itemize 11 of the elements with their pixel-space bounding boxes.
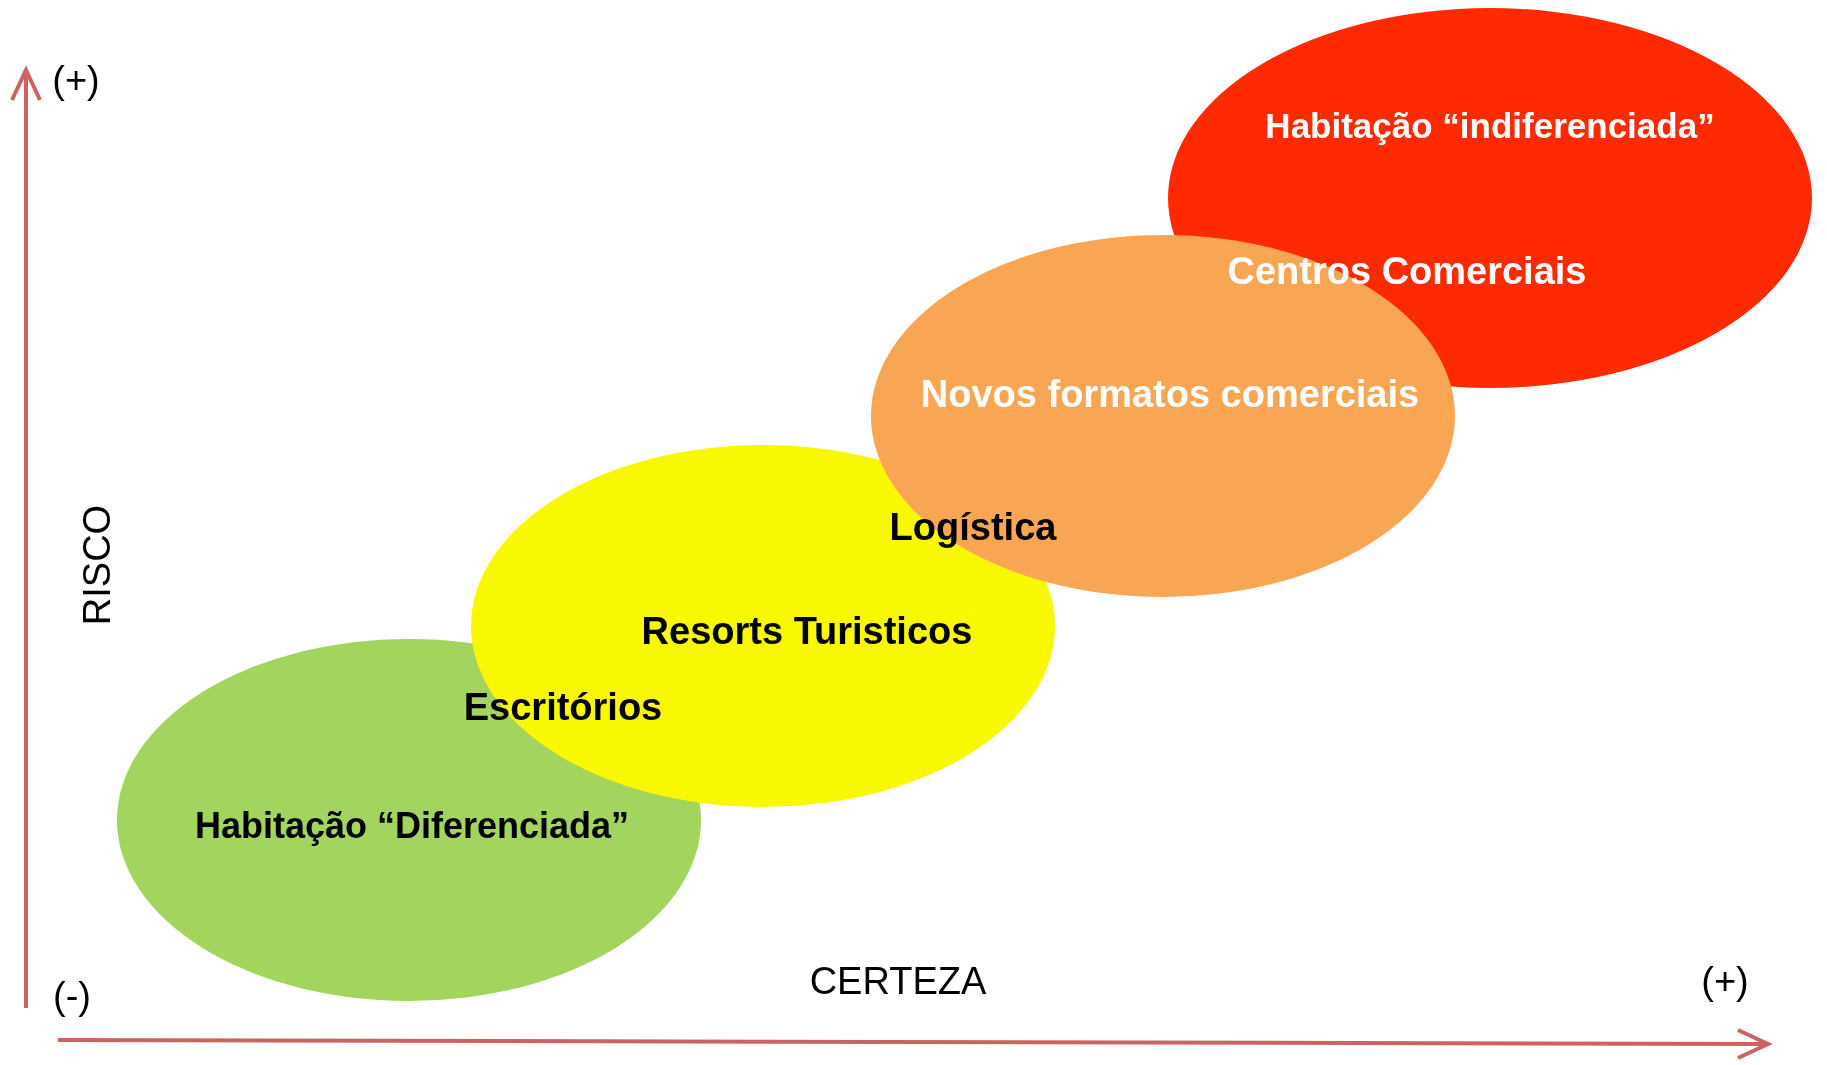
axis-title: CERTEZA xyxy=(809,962,987,1000)
category-label: Habitação “Diferenciada” xyxy=(194,808,630,844)
axis-end-label: (+) xyxy=(52,61,100,99)
axis-end-label: (+) xyxy=(1701,962,1749,1000)
category-label: Escritórios xyxy=(463,688,663,726)
category-label: Resorts Turisticos xyxy=(641,612,973,650)
category-label: Novos formatos comerciais xyxy=(920,375,1420,413)
axis-title: RISCO xyxy=(78,504,116,626)
category-label: Logística xyxy=(889,508,1057,546)
category-label: Habitação “indiferenciada” xyxy=(1265,107,1715,143)
axis-end-label: (-) xyxy=(53,977,91,1015)
